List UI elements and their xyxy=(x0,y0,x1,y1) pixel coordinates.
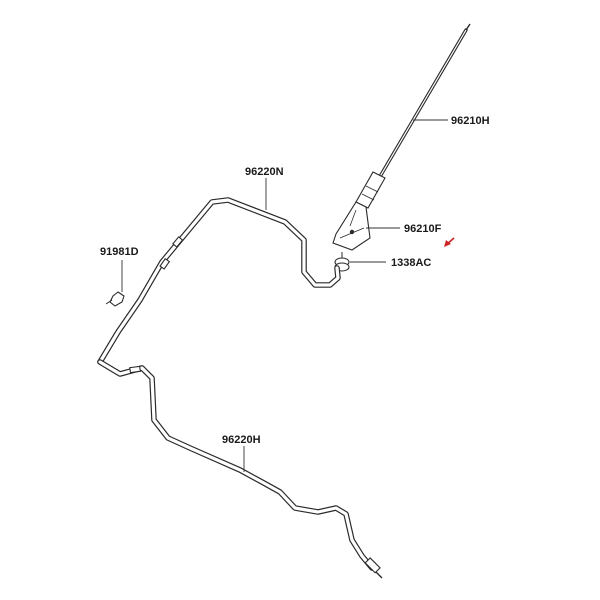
leader-lines xyxy=(121,119,448,472)
label-fastener: 1338AC xyxy=(391,257,431,269)
feeder-cable-lower[interactable] xyxy=(97,359,383,579)
antenna-base[interactable] xyxy=(332,201,371,251)
indicator-arrow-icon xyxy=(444,237,455,247)
label-antenna-mast: 96210H xyxy=(451,115,490,127)
label-antenna-base: 96210F xyxy=(404,223,442,235)
label-clip: 91981D xyxy=(100,246,139,258)
label-feeder-cable-lower: 96220H xyxy=(222,434,261,446)
antenna-mast[interactable] xyxy=(355,23,471,209)
clip[interactable] xyxy=(105,291,125,307)
feeder-cable-upper[interactable] xyxy=(97,197,341,365)
label-feeder-cable-upper: 96220N xyxy=(245,166,284,178)
